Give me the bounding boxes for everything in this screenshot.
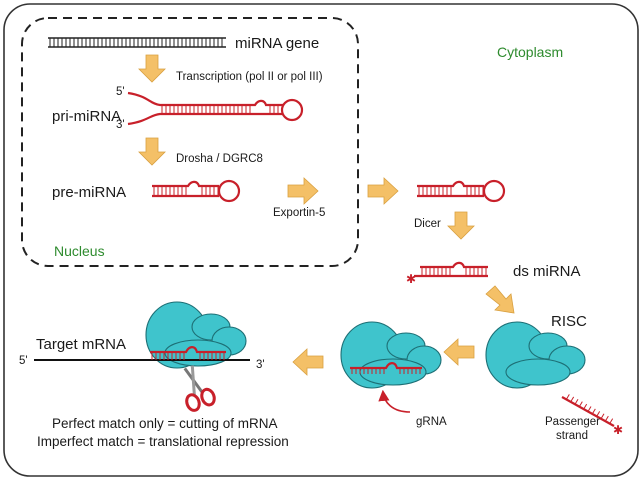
exportin-label: Exportin-5 — [273, 207, 325, 219]
target-three-prime: 3' — [256, 359, 265, 371]
ds-mirna-molecule — [414, 261, 488, 278]
dicer-label: Dicer — [414, 218, 441, 230]
nucleus-border — [21, 17, 359, 267]
grna-label: gRNA — [416, 416, 447, 428]
mirna-gene-label: miRNA gene — [235, 35, 319, 52]
mirna-gene-dna — [48, 37, 226, 48]
pri-three-prime: 3' — [116, 119, 125, 131]
target-pairing — [151, 352, 225, 360]
grna-pointer — [378, 389, 411, 413]
loaded-to-target-arrow — [292, 348, 324, 376]
transcription-arrow — [138, 54, 166, 83]
star-icon: ✱ — [406, 272, 416, 286]
export-arrow — [367, 177, 399, 205]
pri-mirna-label: pri-miRNA — [52, 108, 121, 125]
outcome-imperfect-match: Imperfect match = translational repressi… — [37, 434, 289, 449]
cytoplasm-label: Cytoplasm — [497, 44, 563, 60]
risc-complex — [485, 321, 586, 389]
pri-five-prime: 5' — [116, 86, 125, 98]
loaded-risc-complex — [340, 321, 442, 389]
nucleus-label: Nucleus — [54, 243, 105, 259]
dicer-arrow — [447, 211, 475, 240]
ds-mirna-label: ds miRNA — [513, 263, 581, 280]
pre-mirna-label: pre-miRNA — [52, 184, 126, 201]
scissors-icon — [183, 365, 216, 412]
target-grna — [150, 346, 226, 354]
outcome-perfect-match: Perfect match only = cutting of mRNA — [52, 416, 277, 431]
drosha-label: Drosha / DGRC8 — [176, 153, 263, 165]
transcription-label: Transcription (pol II or pol III) — [176, 71, 323, 83]
exportin-arrow — [287, 177, 319, 205]
pre-mirna-molecule — [152, 179, 241, 203]
cytoplasm-pre-mirna — [417, 179, 506, 203]
drosha-arrow — [138, 137, 166, 166]
pri-mirna-molecule — [127, 91, 304, 126]
risc-label: RISC — [551, 313, 587, 330]
passenger-star-icon: ✱ — [613, 423, 623, 437]
passenger-label-2: strand — [556, 430, 588, 442]
risc-to-loaded-arrow — [443, 338, 475, 366]
risc-loading-arrow — [485, 285, 515, 314]
target-mrna-label: Target mRNA — [36, 336, 126, 353]
passenger-label-1: Passenger — [545, 416, 600, 428]
passenger-strand — [561, 394, 615, 427]
target-five-prime: 5' — [19, 355, 28, 367]
